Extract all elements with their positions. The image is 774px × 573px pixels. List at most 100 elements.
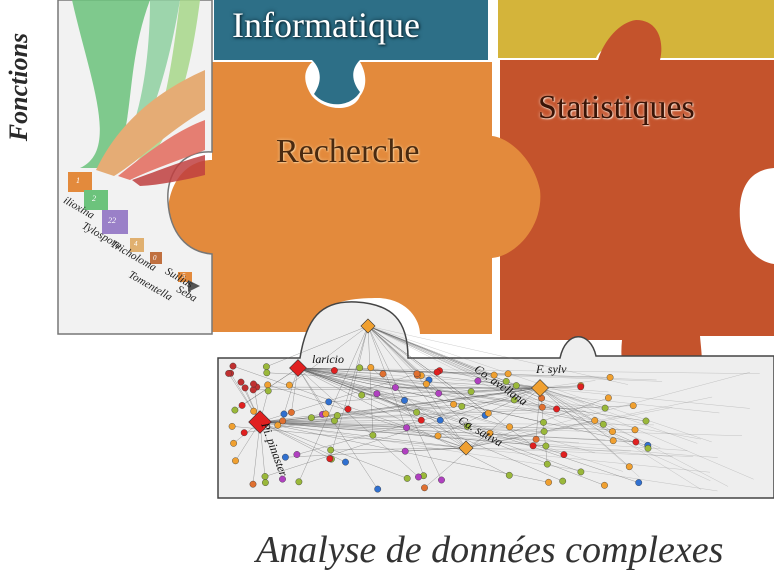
- network-node: [240, 429, 248, 437]
- network-node: [327, 446, 335, 454]
- network-node: [629, 402, 637, 409]
- network-edge: [259, 406, 462, 423]
- network-node: [279, 417, 287, 425]
- network-hub: [248, 410, 272, 434]
- network-edge: [259, 421, 545, 432]
- network-edge: [539, 387, 584, 403]
- network-edge: [259, 404, 594, 423]
- network-node: [237, 378, 245, 386]
- network-edge: [259, 421, 332, 460]
- network-node: [293, 451, 301, 458]
- taxon-count: 0: [153, 254, 157, 262]
- network-edge: [285, 447, 467, 458]
- network-node: [225, 369, 233, 377]
- network-node: [606, 373, 614, 381]
- network-node: [644, 444, 652, 452]
- network-edge: [259, 421, 635, 431]
- network-edge: [367, 325, 543, 408]
- network-edge: [259, 421, 546, 447]
- network-node: [274, 421, 282, 429]
- network-edge: [259, 421, 346, 463]
- network-edge: [297, 367, 544, 423]
- network-node: [263, 369, 271, 377]
- network-edge: [328, 387, 541, 403]
- taxon-box-1: [68, 172, 92, 192]
- network-node: [599, 420, 607, 428]
- network-edge: [259, 421, 283, 480]
- network-edge: [337, 387, 541, 416]
- taxon-count: 5: [182, 272, 186, 280]
- network-node: [287, 408, 295, 416]
- network-hub: [289, 359, 307, 377]
- network-graph: [225, 318, 760, 493]
- network-node: [577, 383, 585, 391]
- network-edge: [297, 367, 510, 476]
- network-node: [463, 422, 471, 430]
- statistiques-label: Statistiques: [538, 89, 695, 126]
- network-edge: [367, 325, 629, 385]
- network-edge: [477, 380, 541, 389]
- network-node: [373, 390, 381, 398]
- recherche-label: Recherche: [276, 133, 420, 170]
- statistiques-piece: [500, 20, 774, 396]
- network-node: [625, 463, 633, 471]
- network-edge: [471, 387, 541, 392]
- network-node: [262, 363, 270, 371]
- taxon-count: 4: [134, 240, 138, 248]
- network-node: [438, 476, 445, 484]
- network-node: [434, 432, 442, 440]
- bottom-caption: Analyse de données complexes: [256, 529, 724, 571]
- network-node: [261, 473, 269, 480]
- network-edge: [465, 396, 713, 449]
- taxon-count: 1: [76, 176, 80, 185]
- network-edge: [367, 325, 711, 481]
- network-edge: [297, 367, 326, 415]
- network-node: [559, 477, 567, 485]
- network-node: [238, 401, 246, 409]
- network-node: [232, 457, 239, 465]
- network-node: [379, 370, 387, 378]
- network-node: [605, 394, 612, 402]
- network-node: [540, 418, 547, 426]
- network-node: [280, 410, 288, 418]
- network-edge: [539, 380, 596, 389]
- network-node: [458, 402, 466, 410]
- network-node: [326, 455, 334, 463]
- network-edge: [465, 447, 711, 473]
- network-node: [403, 424, 410, 432]
- network-node: [250, 407, 258, 415]
- network-edge: [259, 421, 742, 436]
- network-edge: [297, 367, 760, 374]
- network-node: [413, 370, 421, 378]
- network-node: [601, 481, 608, 489]
- network-edge: [259, 421, 579, 443]
- network-edge: [259, 421, 654, 426]
- network-node: [330, 367, 338, 374]
- network-node: [506, 423, 513, 431]
- taxon-box-6: [178, 272, 192, 282]
- informatique-piece: [214, 0, 488, 105]
- network-hub: [531, 379, 549, 397]
- taxon-box-3: [102, 210, 128, 234]
- network-edge: [259, 421, 636, 443]
- network-edge: [259, 421, 718, 458]
- chord-arrow: [188, 280, 200, 292]
- network-node: [545, 478, 552, 486]
- network-node: [417, 416, 425, 424]
- network-node: [510, 396, 518, 404]
- network-node: [601, 404, 609, 412]
- network-node: [358, 391, 366, 399]
- network-edge: [297, 367, 563, 482]
- network-node: [415, 473, 422, 481]
- network-node: [356, 364, 364, 372]
- network-edge: [259, 421, 580, 449]
- network-edge: [283, 367, 299, 415]
- network-node: [529, 442, 537, 450]
- network-node: [295, 478, 303, 486]
- network-node: [490, 371, 498, 379]
- taxon-box-2: [84, 190, 108, 210]
- network-edge: [329, 325, 369, 459]
- network-node: [435, 389, 443, 397]
- network-node: [631, 426, 639, 434]
- network-edge: [259, 421, 688, 451]
